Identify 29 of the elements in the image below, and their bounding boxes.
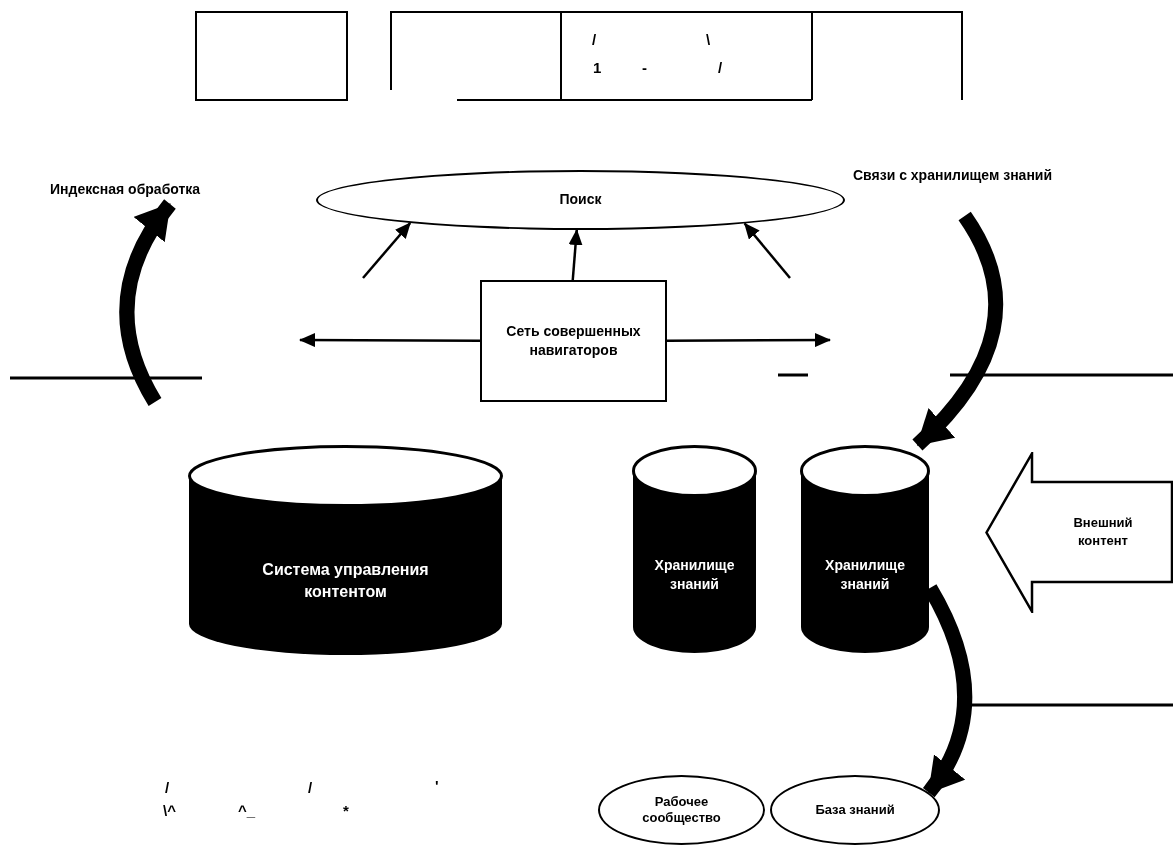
stray-mark: ' — [435, 778, 439, 793]
node-label: Система управления контентом — [261, 560, 430, 602]
node-label: База знаний — [814, 801, 896, 819]
arrow — [667, 333, 831, 348]
thick-curved-arrow — [119, 199, 176, 406]
node-label: Хранилище знаний — [824, 555, 906, 594]
node-label: Рабочее сообщество — [641, 793, 722, 827]
arrow — [299, 333, 480, 348]
stray-mark: \ — [706, 32, 711, 47]
arrow — [362, 222, 412, 279]
node-label: Поиск — [559, 191, 602, 209]
stray-mark: ^_ — [238, 803, 256, 818]
stray-mark: / — [718, 60, 723, 75]
stray-mark: \^ — [163, 803, 176, 818]
thick-curved-arrow — [922, 584, 973, 798]
thick-curved-arrow — [912, 212, 1003, 451]
stray-mark: / — [592, 32, 597, 47]
stray-mark: * — [343, 803, 349, 818]
caption-text: Связи с хранилищем знаний — [853, 166, 1068, 216]
node-label: Хранилище знаний — [653, 555, 736, 594]
stray-mark: / — [308, 780, 313, 795]
process-box: Сеть совершенных навигаторов — [480, 280, 667, 402]
caption-text: Индексная обработка — [50, 180, 288, 204]
arrow — [743, 222, 791, 279]
stray-mark: - — [642, 60, 647, 75]
stray-mark: / — [165, 780, 170, 795]
arrow — [568, 229, 583, 281]
node-label: Внешний контент — [1072, 514, 1134, 550]
stray-mark: 1 — [593, 60, 602, 75]
